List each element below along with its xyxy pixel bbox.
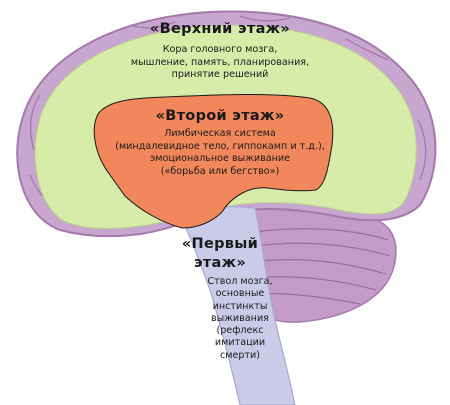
first-level-line: (рефлекс [216, 325, 264, 337]
second-level-line: (миндалевидное тело, гиппокамп и т.д.), [115, 140, 325, 152]
second-level-title: «Второй этаж» [155, 108, 285, 124]
top-level-line: Кора головного мозга, [162, 44, 278, 55]
first-level-description: Ствол мозга, основные инстинкты выживани… [196, 276, 284, 362]
first-level-title: «Первый этаж» [180, 235, 260, 273]
first-level-title-line: «Первый [181, 236, 259, 252]
first-level-title-line: этаж» [193, 255, 247, 271]
second-level-line: («борьба или бегство») [160, 165, 280, 177]
first-level-line: Ствол мозга, [207, 276, 273, 287]
limbic-region [93, 93, 334, 229]
top-level-title: «Верхний этаж» [149, 21, 291, 37]
first-level-line: выживания [211, 312, 269, 324]
brainstem-region [177, 205, 296, 405]
top-level-line: мышление, память, планирования, [130, 56, 310, 68]
first-level-line: имитации [214, 337, 266, 349]
second-level-description: Лимбическая система (миндалевидное тело,… [108, 128, 332, 178]
first-level-line: смерти) [219, 349, 261, 361]
second-level-line: эмоциональное выживание [149, 153, 291, 164]
first-level-line: основные [215, 288, 265, 300]
first-level-line: инстинкты [212, 300, 268, 312]
top-level-line: принятие решений [171, 69, 269, 80]
top-level-description: Кора головного мозга, мышление, память, … [120, 44, 320, 82]
second-level-line: Лимбическая система [164, 128, 276, 139]
